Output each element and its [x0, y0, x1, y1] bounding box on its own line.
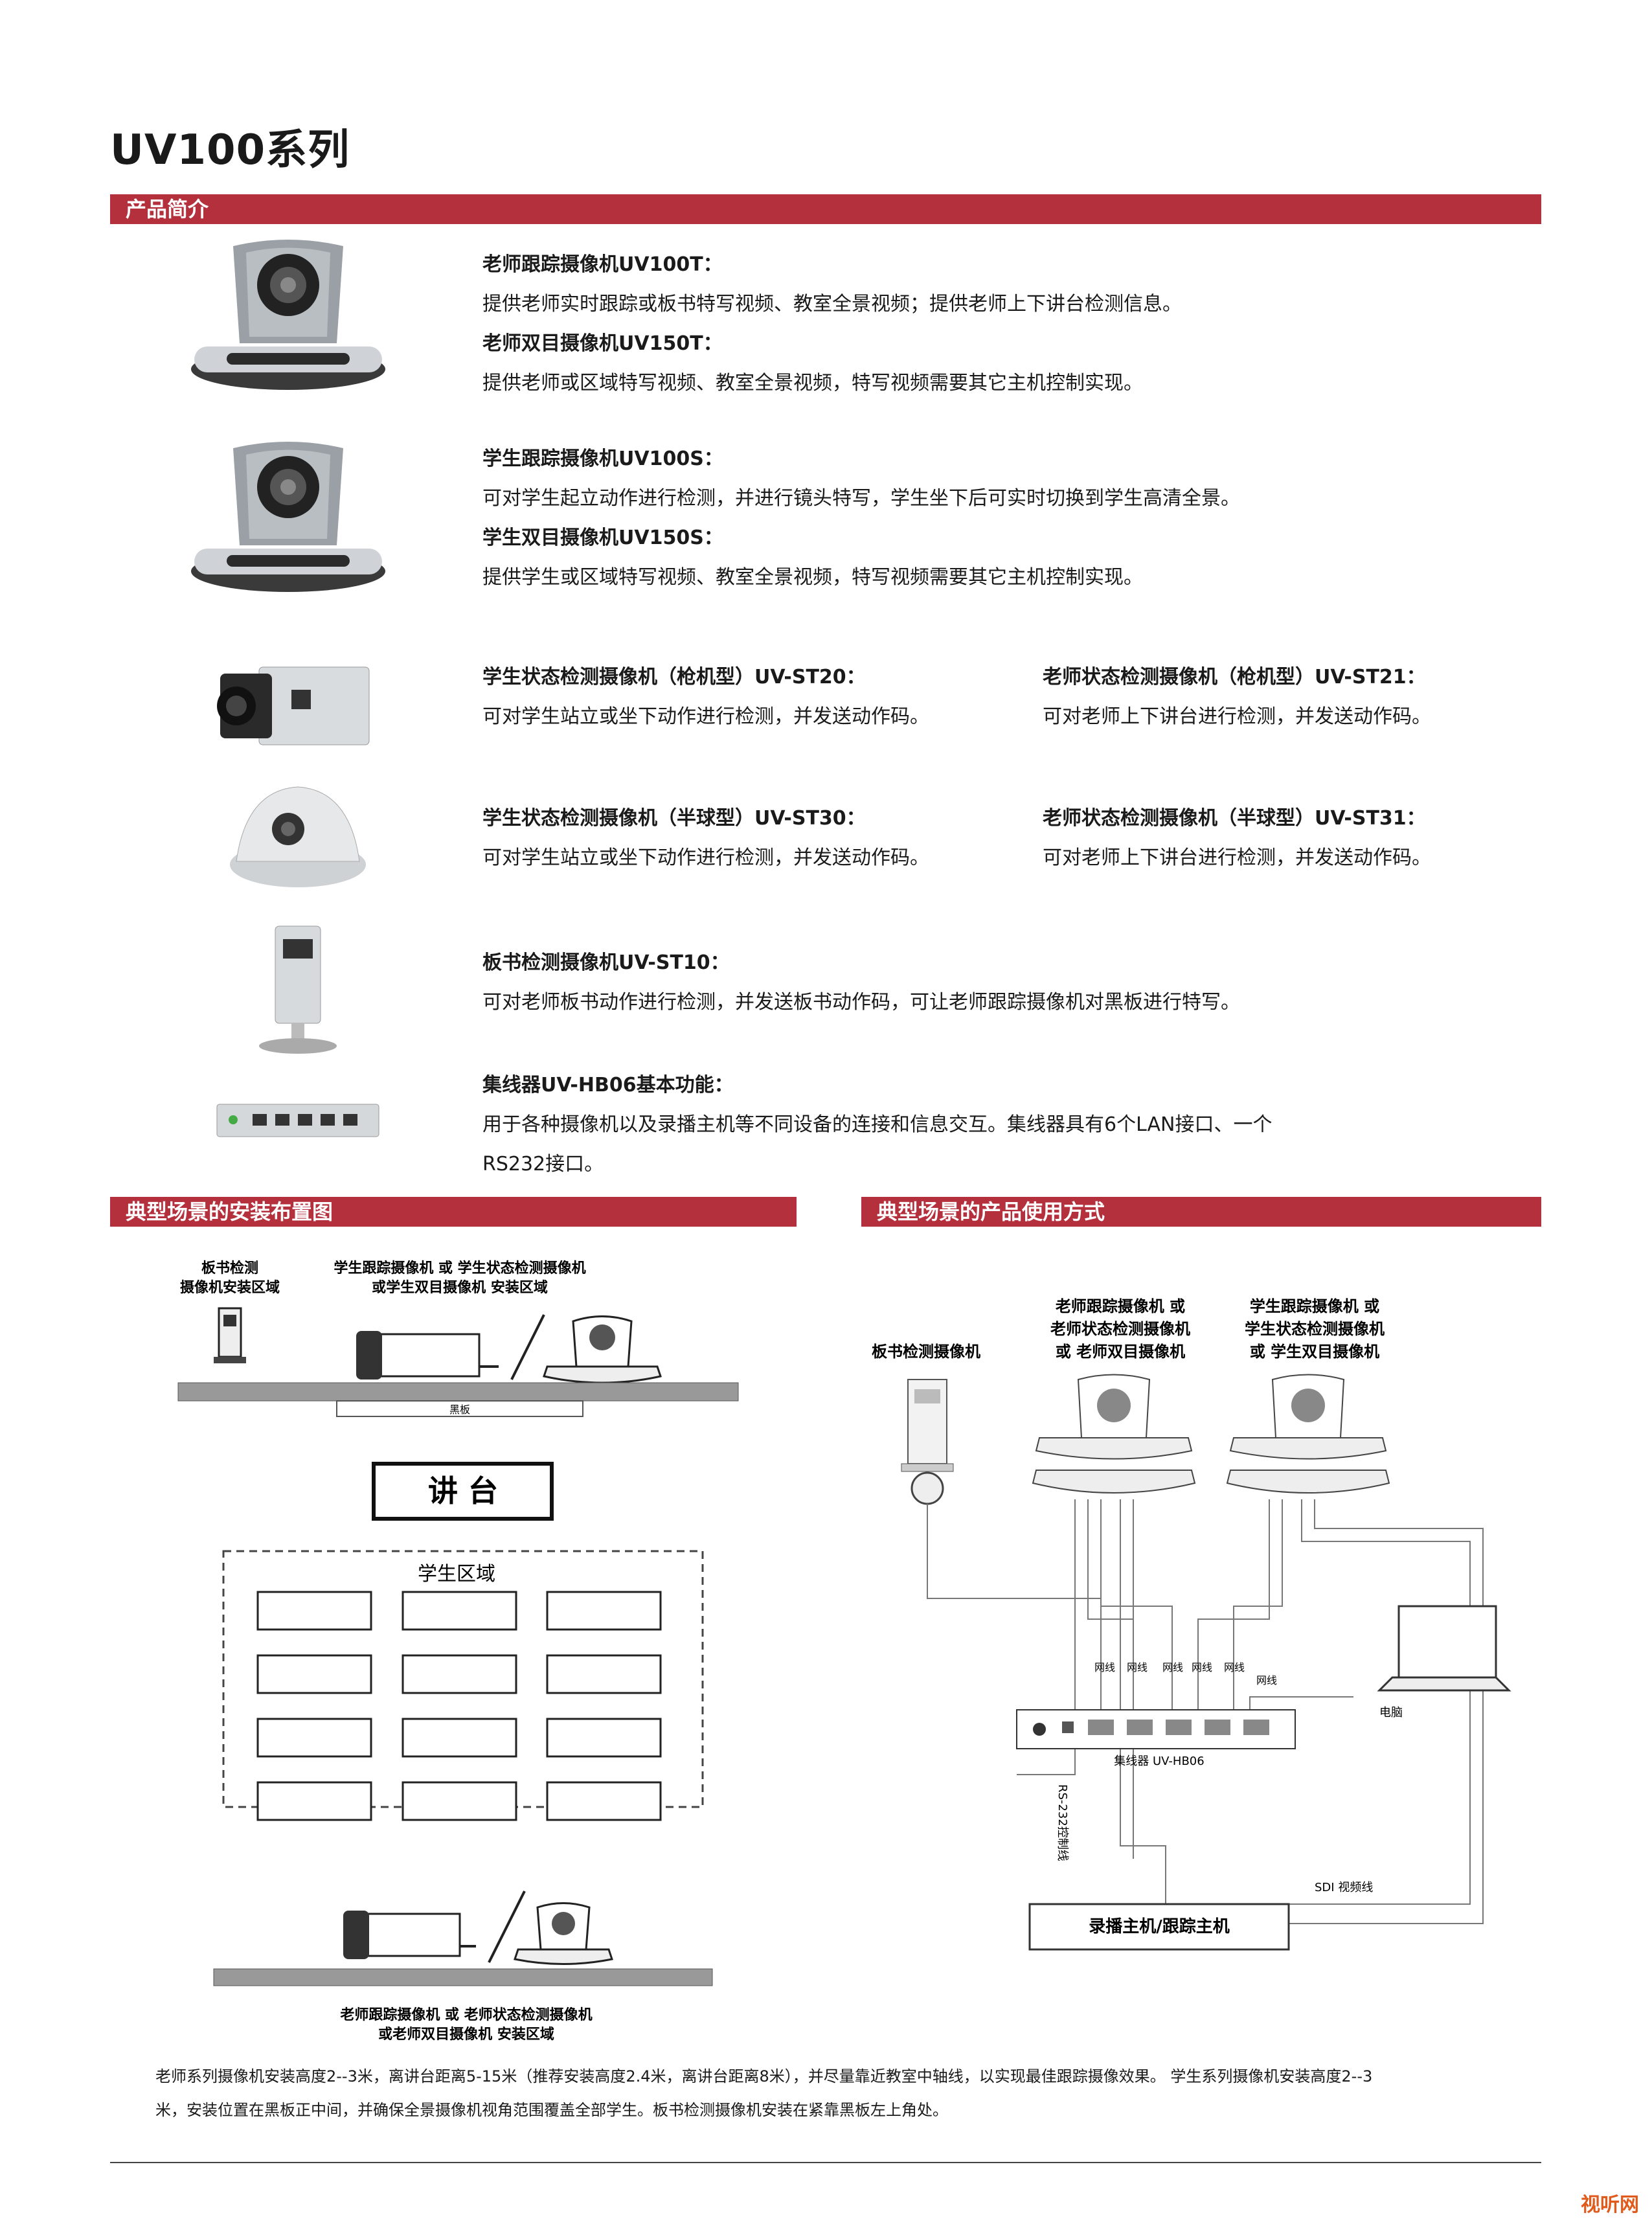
note-line-1: 老师系列摄像机安装高度2--3米，离讲台距离5-15米（推荐安装高度2.4米，离… — [155, 2067, 1373, 2085]
box-camera-image — [217, 666, 370, 745]
label-net-5: 网线 — [1224, 1661, 1245, 1674]
product-name-st31: 老师状态检测摄像机（半球型）UV-ST31： — [1043, 807, 1426, 830]
label-net-1: 网线 — [1094, 1661, 1115, 1674]
product-name-uv100s: 学生跟踪摄像机UV100S： — [482, 448, 723, 470]
product-desc-uv150t: 提供老师或区域特写视频、教室全景视频，特写视频需要其它主机控制实现。 — [482, 372, 1143, 394]
student-desks — [256, 1591, 662, 1821]
dome-camera-image — [230, 786, 366, 887]
footer-divider — [110, 2162, 1541, 2163]
ptz-camera-image-student — [191, 442, 385, 592]
product-block-st30: 学生状态检测摄像机（半球型）UV-ST30： 可对学生站立或坐下动作进行检测，并… — [482, 799, 929, 878]
product-block-st10: 板书检测摄像机UV-ST10： 可对老师板书动作进行检测，并发送板书动作码，可让… — [482, 943, 1240, 1022]
product-name-uv100t: 老师跟踪摄像机UV100T： — [482, 253, 723, 276]
section-bar-usage: 典型场景的产品使用方式 — [861, 1197, 1541, 1227]
product-desc-st20: 可对学生站立或坐下动作进行检测，并发送动作码。 — [482, 705, 929, 728]
installation-note: 老师系列摄像机安装高度2--3米，离讲台距离5-15米（推荐安装高度2.4米，离… — [155, 2060, 1509, 2127]
box-camera-icon — [356, 1331, 499, 1380]
product-desc-hb06-line1: 用于各种摄像机以及录播主机等不同设备的连接和信息交互。集线器具有6个LAN接口、… — [482, 1113, 1273, 1136]
label-net-3: 网线 — [1162, 1661, 1183, 1674]
product-desc-uv150s: 提供学生或区域特写视频、教室全景视频，特写视频需要其它主机控制实现。 — [482, 566, 1143, 589]
product-block-st31: 老师状态检测摄像机（半球型）UV-ST31： 可对老师上下讲台进行检测，并发送动… — [1043, 799, 1431, 878]
label-board-cam: 板书检测摄像机 — [872, 1343, 980, 1361]
label-net-6: 网线 — [1256, 1674, 1277, 1687]
page-title: UV100系列 — [110, 126, 350, 174]
product-block-st20: 学生状态检测摄像机（枪机型）UV-ST20： 可对学生站立或坐下动作进行检测，并… — [482, 657, 929, 736]
note-line-2: 米，安装位置在黑板正中间，并确保全景摄像机视角范围覆盖全部学生。板书检测摄像机安… — [155, 2101, 948, 2119]
label-teacher-cam-2: 老师状态检测摄像机 — [1050, 1320, 1190, 1338]
label-teacher-zone-2: 或老师双目摄像机 安装区域 — [378, 2026, 554, 2043]
label-board-zone-2: 摄像机安装区域 — [180, 1279, 280, 1296]
product-desc-uv100t: 提供老师实时跟踪或板书特写视频、教室全景视频；提供老师上下讲台检测信息。 — [482, 293, 1182, 315]
installation-layout-diagram: 板书检测 摄像机安装区域 学生跟踪摄像机 或 学生状态检测摄像机 或学生双目摄像… — [177, 1260, 739, 2043]
hub-image — [216, 1104, 379, 1137]
product-name-st30: 学生状态检测摄像机（半球型）UV-ST30： — [482, 807, 866, 830]
product-desc-st10: 可对老师板书动作进行检测，并发送板书动作码，可让老师跟踪摄像机对黑板进行特写。 — [482, 991, 1240, 1014]
label-teacher-zone-1: 老师跟踪摄像机 或 老师状态检测摄像机 — [339, 2006, 592, 2023]
label-student-cam-3: 或 学生双目摄像机 — [1250, 1343, 1379, 1361]
product-name-uv150s: 学生双目摄像机UV150S： — [482, 527, 723, 549]
ptz-camera-icon — [543, 1315, 662, 1384]
section-title-intro: 产品简介 — [126, 197, 209, 221]
ptz-camera-image-teacher — [191, 240, 385, 390]
teacher-ptz-icon — [1032, 1374, 1196, 1493]
label-teacher-cam-1: 老师跟踪摄像机 或 — [1056, 1297, 1185, 1315]
section-bar-layout: 典型场景的安装布置图 — [110, 1197, 797, 1227]
usage-connection-diagram: 板书检测摄像机 老师跟踪摄像机 或 老师状态检测摄像机 或 老师双目摄像机 学生… — [872, 1297, 1511, 1951]
product-block-teacher: 老师跟踪摄像机UV100T： 提供老师实时跟踪或板书特写视频、教室全景视频；提供… — [482, 245, 1182, 403]
label-rs232: RS-232控制线 — [1056, 1784, 1069, 1861]
hub-icon — [1016, 1709, 1296, 1749]
product-block-hb06: 集线器UV-HB06基本功能： 用于各种摄像机以及录播主机等不同设备的连接和信息… — [482, 1065, 1272, 1184]
board-camera-image — [259, 926, 337, 1054]
ptz-camera-icon-bottom — [514, 1902, 613, 1965]
label-blackboard: 黑板 — [449, 1403, 470, 1416]
board-camera-icon — [214, 1307, 246, 1363]
network-cables — [927, 1499, 1484, 1924]
product-desc-st21: 可对老师上下讲台进行检测，并发送动作码。 — [1043, 705, 1431, 728]
label-net-2: 网线 — [1127, 1661, 1148, 1674]
watermark-logo: 视听网 — [1581, 2194, 1639, 2216]
label-board-zone-1: 板书检测 — [201, 1260, 258, 1277]
product-block-st21: 老师状态检测摄像机（枪机型）UV-ST21： 可对老师上下讲台进行检测，并发送动… — [1043, 657, 1431, 736]
label-teacher-cam-3: 或 老师双目摄像机 — [1056, 1343, 1185, 1361]
label-student-zone-1: 学生跟踪摄像机 或 学生状态检测摄像机 — [334, 1260, 585, 1277]
product-desc-uv100s: 可对学生起立动作进行检测，并进行镜头特写，学生坐下后可实时切换到学生高清全景。 — [482, 487, 1240, 510]
label-student-cam-2: 学生状态检测摄像机 — [1245, 1320, 1385, 1338]
section-title-usage: 典型场景的产品使用方式 — [877, 1199, 1105, 1224]
product-block-student: 学生跟踪摄像机UV100S： 可对学生起立动作进行检测，并进行镜头特写，学生坐下… — [482, 439, 1240, 597]
product-desc-st31: 可对老师上下讲台进行检测，并发送动作码。 — [1043, 846, 1431, 869]
box-camera-icon-bottom — [343, 1911, 476, 1959]
product-name-st21: 老师状态检测摄像机（枪机型）UV-ST21： — [1043, 666, 1426, 688]
board-camera-icon — [901, 1379, 954, 1505]
label-pc: 电脑 — [1379, 1706, 1403, 1720]
product-name-st20: 学生状态检测摄像机（枪机型）UV-ST20： — [482, 666, 866, 688]
label-student-cam-1: 学生跟踪摄像机 或 — [1250, 1297, 1379, 1315]
label-student-zone-2: 或学生双目摄像机 安装区域 — [372, 1279, 548, 1296]
section-title-layout: 典型场景的安装布置图 — [126, 1199, 334, 1224]
label-sdi: SDI 视频线 — [1315, 1881, 1373, 1894]
product-name-uv150t: 老师双目摄像机UV150T： — [482, 332, 723, 355]
label-podium: 讲 台 — [428, 1473, 498, 1508]
label-host: 录播主机/跟踪主机 — [1089, 1916, 1230, 1936]
laptop-icon — [1377, 1605, 1511, 1692]
student-ptz-icon — [1226, 1374, 1390, 1493]
label-hub: 集线器 UV-HB06 — [1114, 1755, 1204, 1768]
label-student-area: 学生区域 — [418, 1563, 495, 1585]
host-box — [1028, 1903, 1290, 1951]
product-desc-st30: 可对学生站立或坐下动作进行检测，并发送动作码。 — [482, 846, 929, 869]
label-net-4: 网线 — [1192, 1661, 1212, 1674]
section-bar-intro: 产品简介 — [110, 194, 1541, 224]
product-name-st10: 板书检测摄像机UV-ST10： — [482, 951, 730, 974]
product-name-hb06: 集线器UV-HB06基本功能： — [482, 1074, 734, 1096]
product-desc-hb06-line2: RS232接口。 — [482, 1153, 604, 1175]
